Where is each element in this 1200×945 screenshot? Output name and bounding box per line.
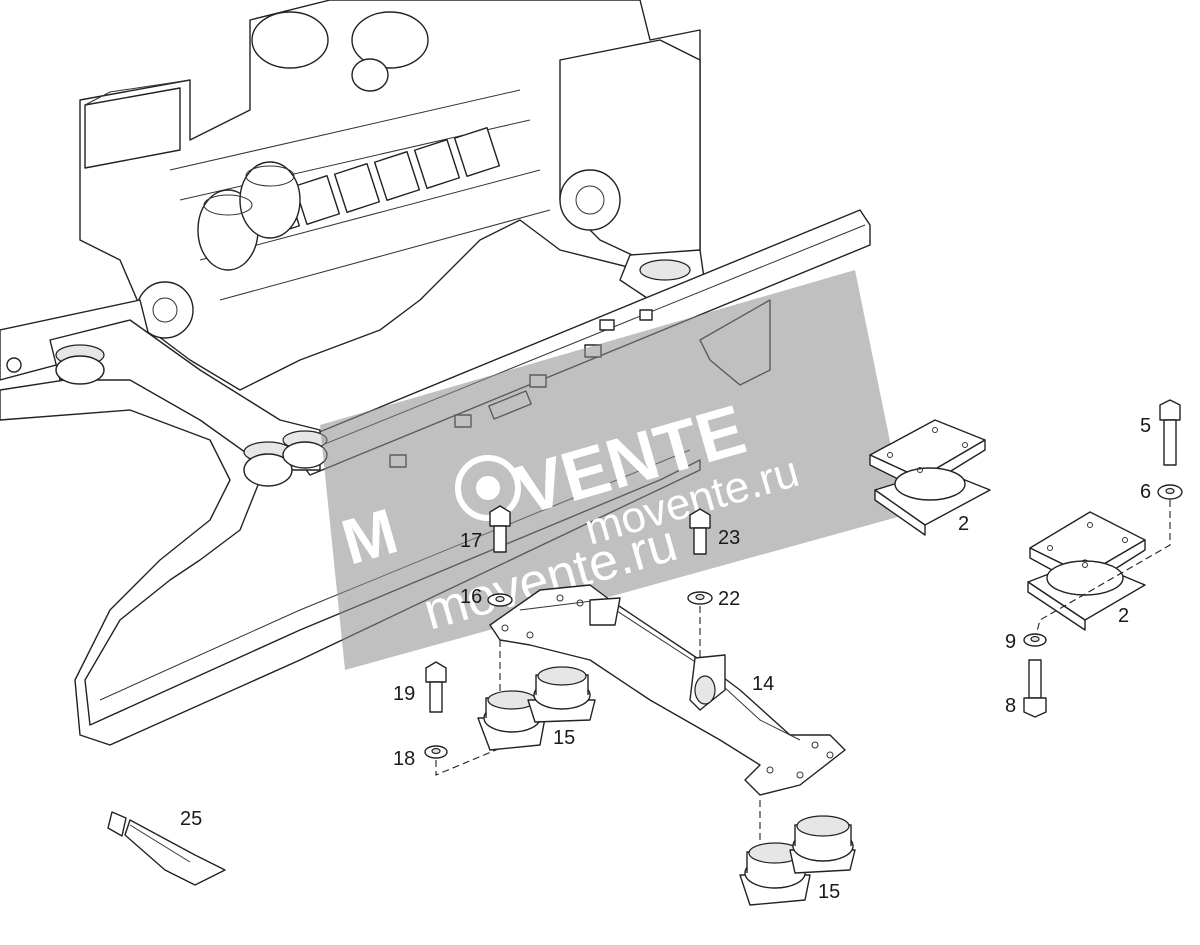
watermark: M VENTE movente.ru movente.ru	[320, 270, 905, 670]
callout-14: 14	[752, 673, 774, 695]
bolt-23	[689, 508, 711, 555]
callout-2-upper: 2	[958, 513, 969, 535]
part-2-upper-mount	[869, 419, 991, 536]
callout-19: 19	[393, 683, 415, 705]
callout-8: 8	[1005, 695, 1016, 717]
watermark-band	[320, 270, 905, 670]
callout-15-lower: 15	[818, 881, 840, 903]
callout-16: 16	[460, 586, 482, 608]
washer-18	[424, 745, 448, 759]
watermark-wheel-icon	[455, 455, 521, 521]
watermark-wheel-hub-icon	[476, 476, 500, 500]
part-15-mount-upper	[477, 666, 596, 751]
engine-assembly	[79, 0, 706, 391]
callout-18: 18	[393, 748, 415, 770]
callout-9: 9	[1005, 631, 1016, 653]
part-2-lower-mount	[1027, 511, 1146, 631]
callout-15-upper: 15	[553, 727, 575, 749]
part-25-grease-tube	[107, 811, 226, 886]
callout-25: 25	[180, 808, 202, 830]
bolt-5	[1159, 399, 1181, 466]
washer-6	[1157, 484, 1183, 500]
callout-6: 6	[1140, 481, 1151, 503]
leader-line-18	[435, 741, 516, 776]
callout-2-lower: 2	[1118, 605, 1129, 627]
callout-labels: 2 2 5 6 8 9 14 15 15 16 17 18 19 22 23 2…	[180, 415, 1151, 903]
bolt-8	[1023, 659, 1047, 718]
washer-16	[487, 593, 513, 607]
callout-22: 22	[718, 588, 740, 610]
callout-17: 17	[460, 530, 482, 552]
callout-5: 5	[1140, 415, 1151, 437]
leader-line-right	[1035, 500, 1171, 636]
bolt-17	[489, 505, 511, 553]
washer-22	[687, 591, 713, 605]
washer-9	[1023, 633, 1047, 647]
part-14-crossmember	[489, 584, 846, 796]
part-15-mount-lower	[739, 800, 856, 906]
bolt-19	[425, 661, 447, 713]
callout-23: 23	[718, 527, 740, 549]
